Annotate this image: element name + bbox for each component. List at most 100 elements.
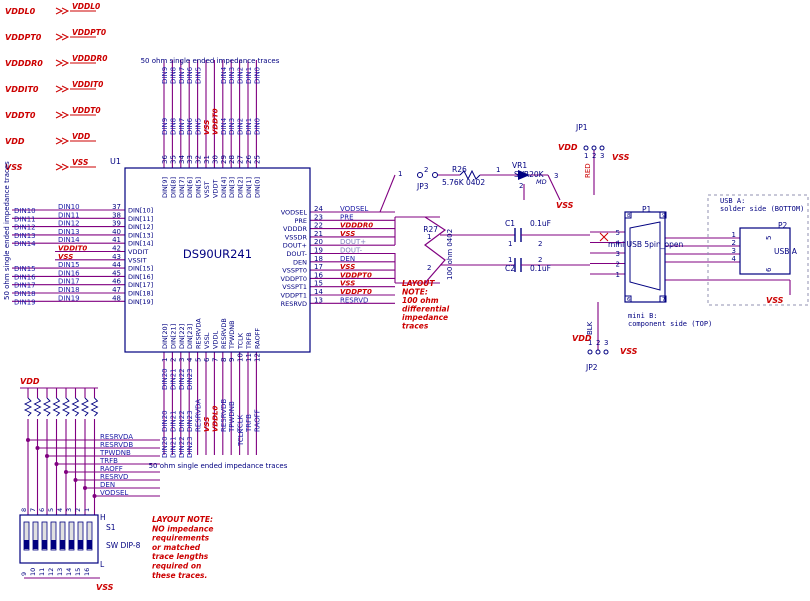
pull-resistor [61,397,71,417]
chip-bottom-pin-number: 5 [195,358,203,362]
dip-switch [77,521,84,551]
chip-left-net: DIN14 [58,236,80,244]
vr1-pin3: 3 [554,172,558,180]
chip-name: DS90UR241 [183,247,252,261]
dip-ref: S1 [106,523,116,532]
chip-top-net: DIN9 [161,118,169,135]
dip-net-label: RESRVDA [100,433,133,441]
dip-bottom-num: 11 [38,568,46,576]
chip-top-net: VDDT0 [211,108,219,135]
dip-switch-lever [69,540,74,549]
chip-top-pin-number: 30 [211,155,219,164]
chip-left-pin-number: 48 [112,294,121,302]
chip-left-pin-label: DIN[18] [128,290,153,298]
top-bus-label: DIN9 [161,67,169,84]
p1-tab-num: 8 [627,213,631,219]
bottom-bus-label-outer: DIN23 [186,436,194,458]
chip-top-pin-label: VSST [203,181,211,198]
dip-h: H [100,513,106,522]
chip-left-pin-label: DIN[14] [128,240,153,248]
bottom-impedance-note: 50 ohm single ended impedance traces [149,462,288,470]
dip-bottom-num: 15 [74,568,82,576]
chip-bottom-pin-label: DIN[21] [169,324,177,349]
bottom-bus-label-outer: DIN21 [169,436,177,458]
chip-left-net: DIN11 [58,211,80,219]
chip-top-pin-label: DIN[1] [245,177,253,198]
p1-tab [624,295,632,303]
layout-note-2-line: trace lengths [152,552,209,561]
chip-right-pin-label: DOUT- [286,250,307,258]
jp2-wire-label: BLK [586,321,594,335]
c1-pin2: 2 [538,240,542,248]
vr1-body [518,170,530,180]
chip-top-net: DIN7 [178,118,186,135]
chip-top-net: DIN5 [195,118,203,135]
chip-bottom-pin-label: VSSL [203,332,211,349]
power-port-arrow [55,33,64,41]
pull-resistor [33,397,42,417]
left-bus-label: DIN19 [14,298,36,306]
dip-switch [32,521,39,551]
p1-tab [624,211,632,219]
dip-top-num: 1 [83,508,91,512]
r27-pin2: 2 [427,264,431,272]
chip-top-pin-label: DIN[4] [220,177,228,198]
dip-top-num: 5 [47,508,55,512]
p2-pin-num: 2 [732,239,736,247]
p1-caption2: component side (TOP) [628,320,712,328]
chip-left-net: VSS [58,253,73,261]
chip-left-pin-label: DIN[17] [128,281,153,289]
dip-net-label: DEN [100,481,115,489]
chip-right-pin-number: 24 [314,205,323,213]
chip-top-pin-label: VDDT [211,180,219,198]
chip-top-pin-number: 31 [203,155,211,164]
vr1-vss: VSS [556,201,574,210]
chip-top-pin-number: 34 [178,155,186,164]
dip-l: L [100,560,105,569]
chip-right-pin-number: 23 [314,213,323,221]
chip-bottom-pin-label: DIN[20] [161,324,169,349]
r27-route [424,216,447,284]
chip-left-pin-number: 47 [112,286,121,294]
chip-right-pin-number: 14 [314,288,323,296]
layout-note-1-line: NOTE: [402,288,428,297]
chip-left-pin-number: 37 [112,203,121,211]
chip-right-pin-label: PRE [294,217,307,225]
p2-vss: VSS [766,296,784,305]
chip-right-net: VDDPT0 [340,271,372,279]
chip-right-pin-label: VSSDR [285,233,308,241]
jp1-pin [591,145,597,151]
top-bus-label: DIN7 [178,67,186,84]
dip-vdd: VDD [20,377,40,386]
p2-caption2: solder side (BOTTOM) [720,205,804,213]
power-net-name: VDDPT0 [72,28,106,37]
junction-dot [64,470,68,474]
dip-switch [59,521,66,551]
layout-note-1-line: impedance [402,313,448,322]
power-net-name: VDDT0 [72,106,101,115]
pull-resistor [71,397,80,417]
chip-right-pin-number: 16 [314,271,323,279]
dip-net-label: RESRVD [100,473,128,481]
chip-left-net: DIN16 [58,269,80,277]
layout-note-1-line: 100 ohm [402,296,439,305]
chip-top-pin-number: 29 [220,155,228,164]
dip-bottom-num: 12 [47,568,55,576]
jp2-pin-num: 1 [588,339,592,347]
dip-switch-lever [42,540,47,549]
left-bus-label: DIN11 [14,215,36,223]
c2-pin2: 2 [538,256,542,264]
chip-right-pin-number: 19 [314,247,323,255]
chip-top-pin-number: 35 [169,155,177,164]
dip-top-num: 6 [38,508,46,512]
dip-bottom-num: 14 [65,568,73,576]
layout-note-2-line: NO impedance [152,524,213,533]
r26-pin1: 1 [496,166,500,174]
c1-value: 0.1uF [530,219,551,228]
dip-switch-lever [87,540,92,549]
layout-note-2-line: LAYOUT NOTE: [152,515,213,524]
text-layer: VDDL0VDDL0VDDPT0VDDPT0VDDDR0VDDDR0VDDIT0… [3,2,804,592]
dip-net-label: RAOFF [100,465,123,473]
layout-note-2-line: requirements [152,534,210,543]
dip-switch [68,521,75,551]
